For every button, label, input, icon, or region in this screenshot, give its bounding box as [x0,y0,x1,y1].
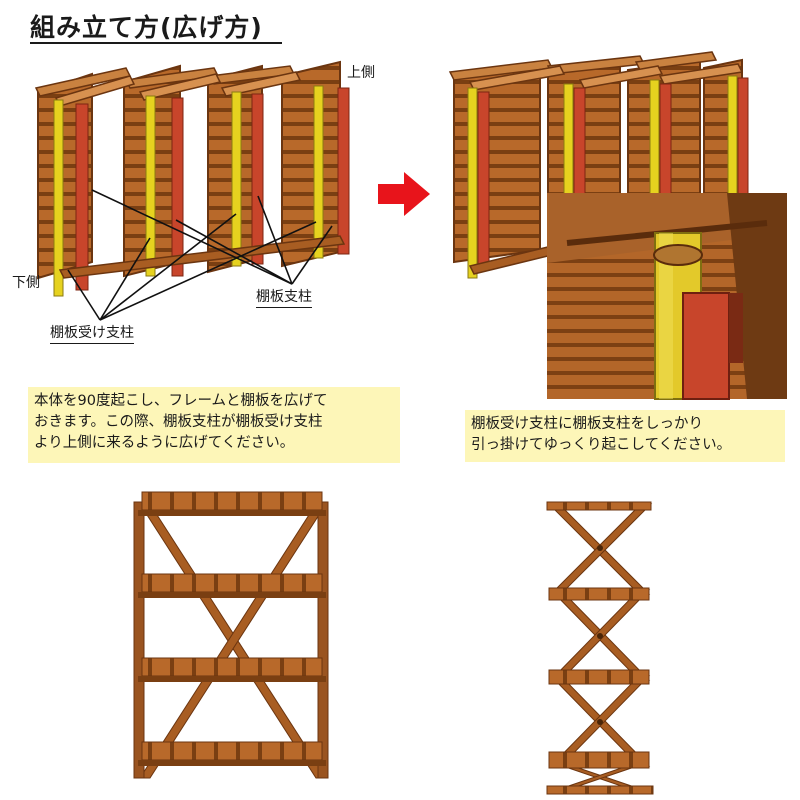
right-arrow-icon [378,172,430,216]
opened-top-frame [448,51,744,91]
folded-top-frame [34,65,302,107]
note-step1-line3: より上側に来るように広げてください。 [34,435,295,451]
assembled-shelf-side-view [546,501,654,795]
label-shelf-receiver-post: 棚板受け支柱 [50,322,134,344]
label-lower-side: 下側 [12,275,40,291]
shelf-boards [138,491,326,766]
assembled-shelf-front-view [133,491,329,779]
detail-closeup-photo [547,193,787,400]
label-upper-side: 上側 [347,65,375,81]
note-step2-line2: 引っ掛けてゆっくり起こしてください。 [471,437,732,453]
opened-receiver-posts [467,75,738,279]
note-step2-line1: 棚板受け支柱に棚板支柱をしっかり [471,416,703,432]
instruction-note-step2: 棚板受け支柱に棚板支柱をしっかり 引っ掛けてゆっくり起こしてください。 [465,410,785,462]
instruction-note-step1: 本体を90度起こし、フレームと棚板を広げて おきます。この際、棚板支柱が棚板受け… [28,387,400,463]
title-underline [30,42,282,44]
folded-receiver-posts [53,85,324,297]
side-view-shelves [546,501,654,795]
note-step1-line1: 本体を90度起こし、フレームと棚板を広げて [34,393,328,409]
folded-support-posts [75,87,350,291]
pointer-arrows-receiver [67,213,317,321]
page-title: 組み立て方(広げ方) [30,13,263,42]
label-shelf-support-post: 棚板支柱 [256,286,312,308]
note-step1-line2: おきます。この際、棚板支柱が棚板受け支柱 [34,414,323,430]
